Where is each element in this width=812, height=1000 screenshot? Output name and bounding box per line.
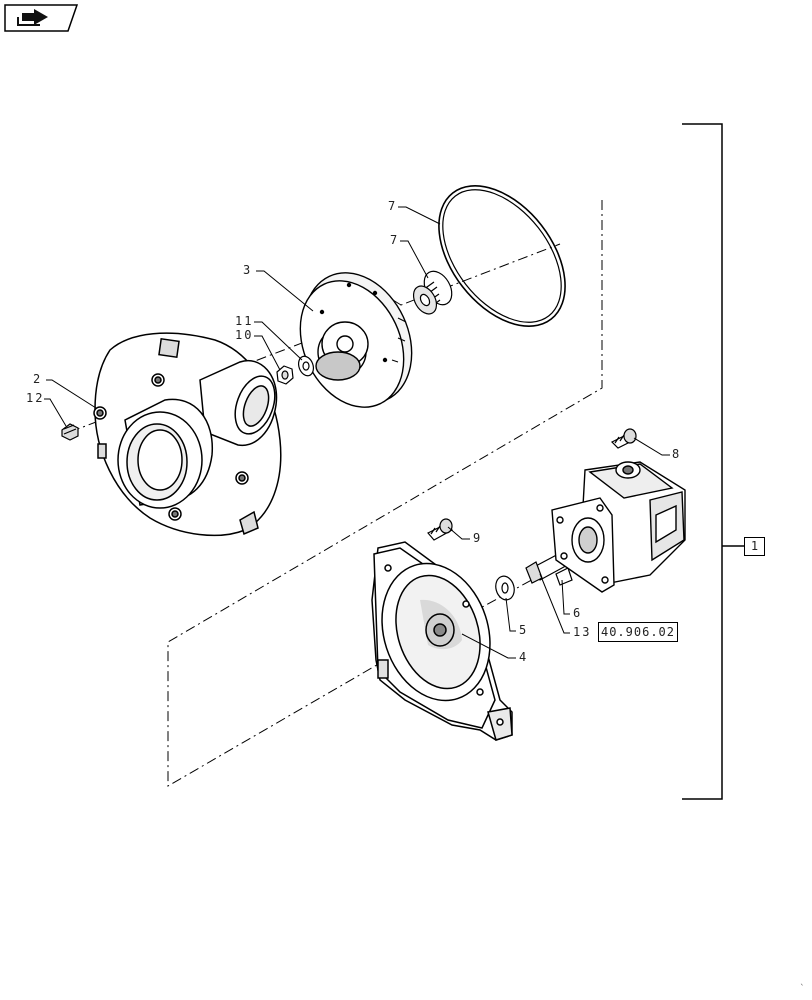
callout-12: 12 xyxy=(26,391,45,405)
callout-2: 2 xyxy=(33,372,43,386)
callout-10: 10 xyxy=(235,328,254,342)
leader-lines xyxy=(44,206,670,659)
washer-11 xyxy=(297,355,315,377)
callout-7-o-ring: 7 xyxy=(388,199,398,213)
pump-housing xyxy=(93,332,282,537)
bolt-8 xyxy=(610,428,637,449)
callout-7-seal: 7 xyxy=(390,233,400,247)
callout-8: 8 xyxy=(672,447,682,461)
callout-13: 13 xyxy=(573,625,592,639)
callout-9: 9 xyxy=(473,531,483,545)
assembly-bracket xyxy=(682,123,744,800)
callout-3: 3 xyxy=(243,263,253,277)
nav-back-button[interactable] xyxy=(4,4,78,32)
plug-12 xyxy=(61,423,79,441)
assembly-number-box: 1 xyxy=(744,537,765,556)
bolt-9 xyxy=(427,518,453,541)
seal xyxy=(412,270,453,315)
callout-5: 5 xyxy=(519,623,529,637)
nut-10 xyxy=(276,365,294,385)
callout-4: 4 xyxy=(519,650,529,664)
drive-motor xyxy=(551,461,686,593)
impeller xyxy=(299,272,413,408)
o-ring-large xyxy=(438,185,566,327)
reference-link-button[interactable]: 40.906.02 xyxy=(598,622,678,642)
callout-6: 6 xyxy=(573,606,583,620)
arrow-right-icon xyxy=(4,4,78,32)
adapter-bracket xyxy=(371,541,513,741)
washer-5 xyxy=(495,575,515,601)
corner-mark: ` xyxy=(800,984,805,994)
callout-11: 11 xyxy=(235,314,254,328)
